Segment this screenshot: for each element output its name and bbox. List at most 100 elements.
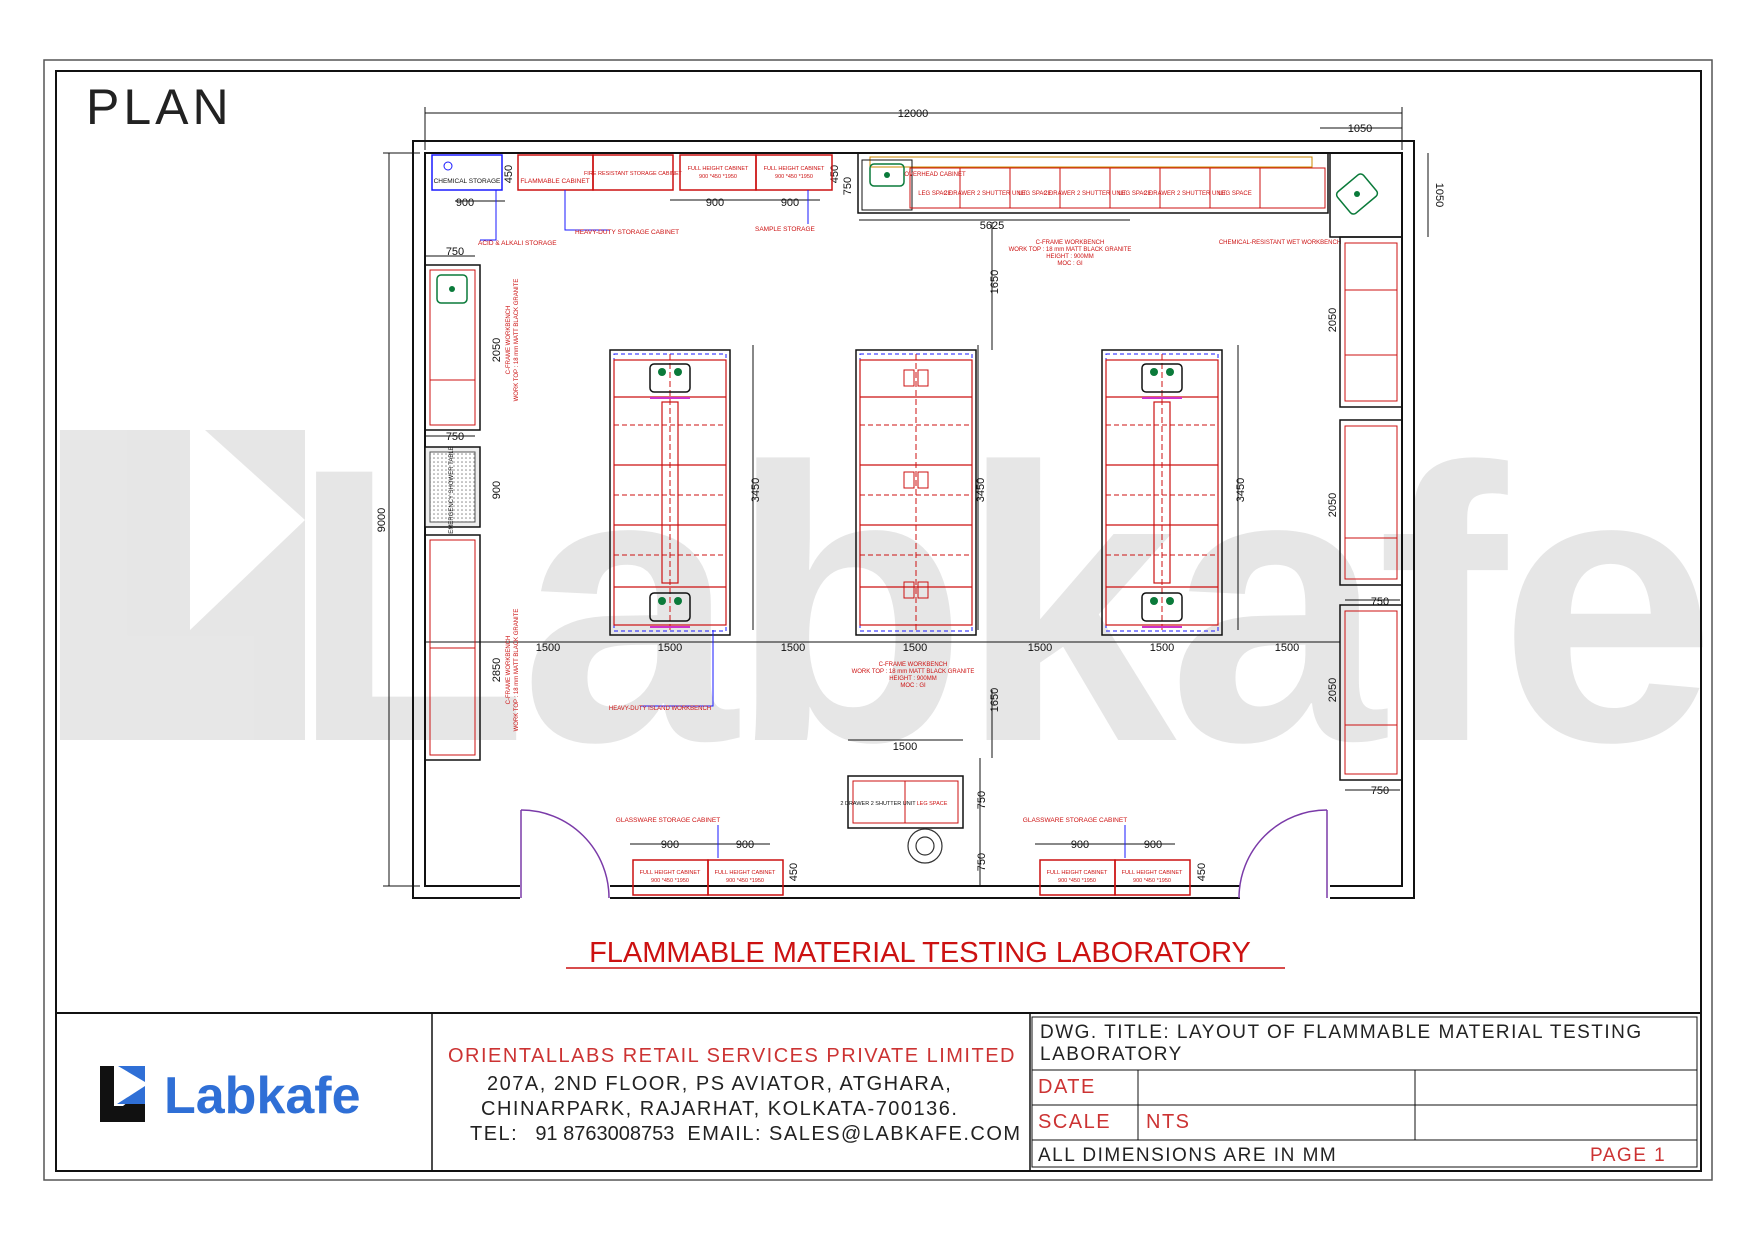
svg-text:WORK TOP : 18 mm MATT BLACK GR: WORK TOP : 18 mm MATT BLACK GRANITE [514,279,520,402]
svg-text:900 *450 *1950: 900 *450 *1950 [1133,878,1171,884]
dim-shower-w: 750 [446,431,464,443]
dimensions-note: ALL DIMENSIONS ARE IN MM [1038,1145,1338,1166]
dim-aisle-1: 1500 [536,642,560,654]
svg-text:FULL HEIGHT CABINET: FULL HEIGHT CABINET [1047,870,1108,876]
svg-text:2 DRAWER 2 SHUTTER UNIT: 2 DRAWER 2 SHUTTER UNIT [1144,191,1226,197]
svg-text:WORK TOP : 18 mm MATT BLACK GR: WORK TOP : 18 mm MATT BLACK GRANITE [1009,247,1132,253]
fire-resistant-cabinet [592,154,674,191]
svg-text:MOC : GI: MOC : GI [900,683,926,689]
svg-text:WORK TOP : 18 mm MATT BLACK GR: WORK TOP : 18 mm MATT BLACK GRANITE [514,609,520,732]
svg-text:FULL HEIGHT CABINET: FULL HEIGHT CABINET [764,166,825,172]
svg-text:FULL HEIGHT CABINET: FULL HEIGHT CABINET [1122,870,1183,876]
island-outlet [903,581,915,599]
sink-icon [1335,173,1379,215]
svg-text:900 *450 *1950: 900 *450 *1950 [726,878,764,884]
dim-aisle-4: 1500 [1275,642,1299,654]
dimension-labels: 12000 9000 1050 1050 5625 1650 1650 3450… [376,108,1445,881]
tel-number[interactable]: 91 8763008753 [535,1123,675,1145]
company-address-line2: CHINARPARK, RAJARHAT, KOLKATA-700136. [481,1098,959,1120]
dimension-lines [383,107,1429,887]
svg-text:900 *450 *1950: 900 *450 *1950 [775,174,813,180]
tap-icon [1166,597,1174,605]
plan-label: PLAN [86,79,233,135]
svg-text:FIRE RESISTANT STORAGE CABINET: FIRE RESISTANT STORAGE CABINET [584,171,683,177]
labkafe-logo-text: Labkafe [164,1067,361,1125]
svg-text:LEG SPACE: LEG SPACE [918,191,952,197]
sink-icon [869,163,905,187]
svg-text:LEG SPACE: LEG SPACE [1218,191,1252,197]
dim-right-a: 2050 [1327,308,1339,332]
full-height-cabinet-2 [755,154,833,191]
svg-text:FULL HEIGHT CABINET: FULL HEIGHT CABINET [715,870,776,876]
dim-overall-width: 12000 [898,108,929,120]
svg-text:900 *450 *1950: 900 *450 *1950 [651,878,689,884]
left-bench-notes: EMERGENCY SHOWER TABLE C-FRAME WORKBENCH… [449,279,520,732]
svg-text:EMERGENCY SHOWER TABLE: EMERGENCY SHOWER TABLE [449,446,455,533]
dim-center-d-2: 750 [976,853,988,871]
island-outlet [917,581,929,599]
svg-text:ACID & ALKALI STORAGE: ACID & ALKALI STORAGE [478,240,557,247]
dim-island-1: 3450 [750,478,762,502]
svg-text:LEG SPACE: LEG SPACE [1018,191,1052,197]
dim-cab-w-2: 900 [706,197,724,209]
tap-icon [1150,597,1158,605]
island-outline [1101,349,1223,636]
door-opening-right [1240,884,1330,900]
dim-aisle-2: 1500 [781,642,805,654]
svg-text:GLASSWARE STORAGE CABINET: GLASSWARE STORAGE CABINET [1023,817,1127,824]
dim-glass-1a: 900 [661,839,679,851]
svg-text:C-FRAME WORKBENCH: C-FRAME WORKBENCH [1036,240,1105,246]
glassware-cabinets: FULL HEIGHT CABINET 900 *450 *1950 FULL … [616,817,1191,896]
dim-glass-2a: 900 [1071,839,1089,851]
scale-value: NTS [1146,1111,1191,1133]
tel-label: TEL: [470,1123,519,1145]
sink-icon [1141,592,1183,622]
tap-icon [658,368,666,376]
door-right [1238,809,1328,899]
dim-cab-w-1: 900 [456,197,474,209]
island-outlet [917,471,929,489]
sink-icon [1141,363,1183,393]
sheet-outer-border [43,59,1713,1181]
island-outlet [903,369,915,387]
island-workbenches [609,349,1223,636]
dim-left-a: 2050 [491,338,503,362]
chemical-storage [431,154,503,191]
svg-text:CHEMICAL-RESISTANT WET WORKBEN: CHEMICAL-RESISTANT WET WORKBENCH [1219,240,1341,246]
tap-icon [674,597,682,605]
dim-right-w-1: 750 [1371,596,1389,608]
tap-icon [658,597,666,605]
svg-text:HEAVY-DUTY STORAGE CABINET: HEAVY-DUTY STORAGE CABINET [575,229,679,236]
dim-bench-d-top: 750 [842,177,854,195]
svg-text:MOC : GI: MOC : GI [1057,261,1083,267]
dim-glass-d-2: 450 [1196,863,1208,881]
dim-corner-d: 1050 [1433,183,1445,207]
svg-text:C-FRAME WORKBENCH: C-FRAME WORKBENCH [506,306,512,375]
dim-island-w-2: 1500 [903,642,927,654]
top-storage-row: CHEMICAL STORAGE FLAMMABLE CABINET FIRE … [431,154,833,191]
dwg-title-line2: LABORATORY [1040,1044,1183,1065]
center-bench: 2 DRAWER 2 SHUTTER UNIT LEG SPACE [840,775,964,864]
email[interactable]: EMAIL: SALES@LABKAFE.COM [687,1123,1022,1145]
sink-icon [649,363,691,393]
drawing-title: FLAMMABLE MATERIAL TESTING LABORATORY [589,937,1251,969]
svg-text:LEG SPACE: LEG SPACE [917,801,948,807]
island-outline [855,349,977,636]
svg-text:FLAMMABLE CABINET: FLAMMABLE CABINET [520,178,589,185]
labkafe-logo-icon [100,1066,145,1122]
watermark-text: Labkafe [290,387,1708,823]
island-notes: C-FRAME WORKBENCH WORK TOP : 18 mm MATT … [609,630,974,712]
island-outlet [917,369,929,387]
svg-text:HEAVY-DUTY ISLAND WORKBENCH: HEAVY-DUTY ISLAND WORKBENCH [609,706,711,712]
svg-text:HEIGHT : 900MM: HEIGHT : 900MM [1046,254,1094,260]
dim-center-d-1: 750 [976,791,988,809]
tap-icon [674,368,682,376]
sink-icon [436,274,468,304]
svg-text:HEIGHT : 900MM: HEIGHT : 900MM [889,676,937,682]
svg-text:OVERHEAD CABINET: OVERHEAD CABINET [904,172,966,178]
island-service-spine [661,401,679,584]
svg-text:LEG SPACE: LEG SPACE [1118,191,1152,197]
svg-text:C-FRAME WORKBENCH: C-FRAME WORKBENCH [879,662,948,668]
dim-top-run: 5625 [980,220,1004,232]
